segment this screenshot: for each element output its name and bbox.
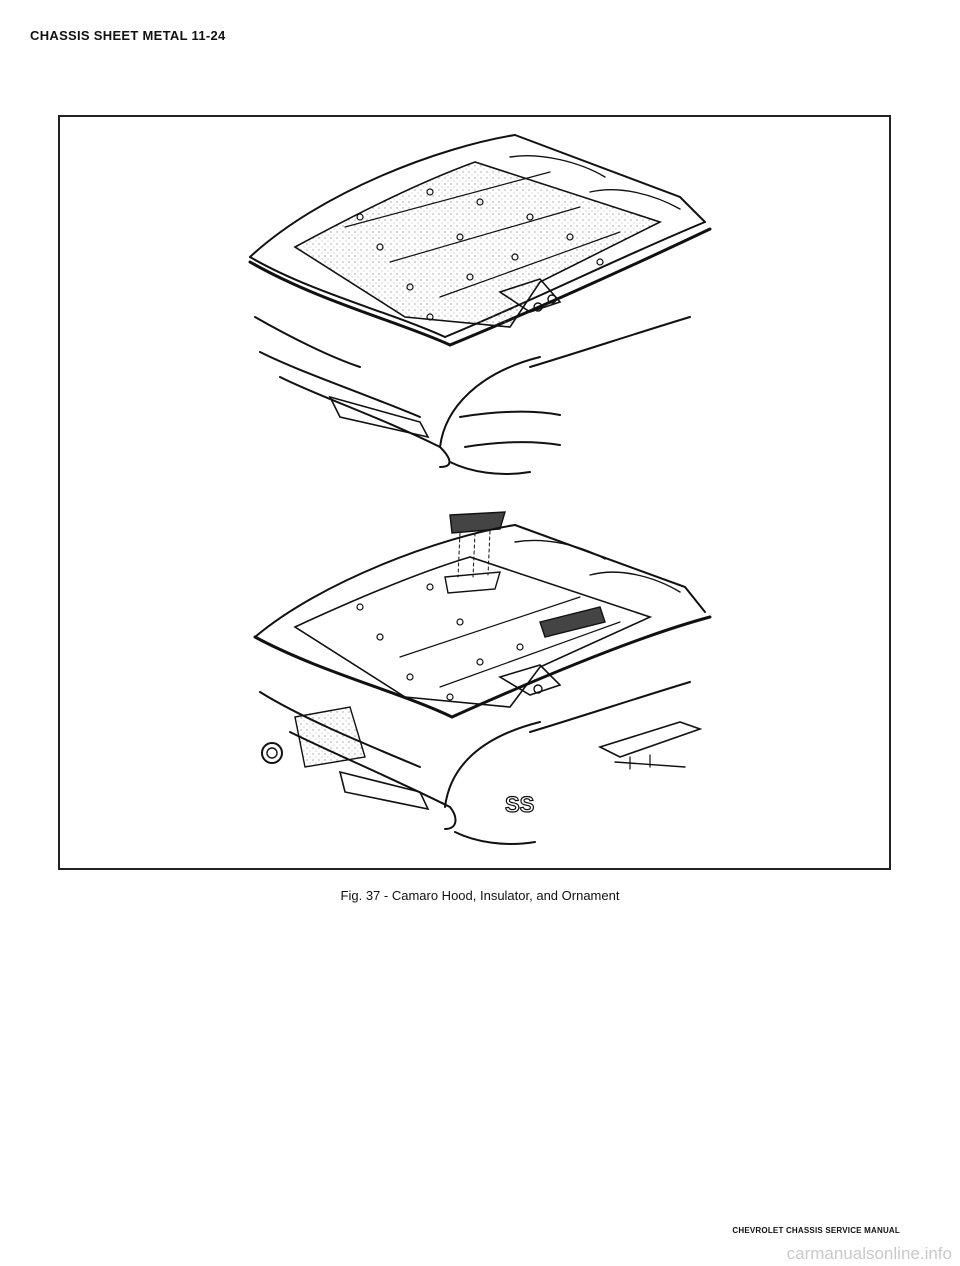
hood-insulator-drawing — [248, 134, 712, 475]
figure-caption: Fig. 37 - Camaro Hood, Insulator, and Or… — [340, 888, 620, 903]
page-header-title: CHASSIS SHEET METAL 11-24 — [30, 28, 226, 43]
figure-frame: SS — [58, 115, 891, 870]
svg-text:SS: SS — [505, 792, 534, 817]
hood-illustration: SS — [248, 134, 712, 845]
watermark: carmanualsonline.info — [786, 1244, 952, 1263]
footer-manual-name: CHEVROLET CHASSIS SERVICE MANUAL — [732, 1226, 900, 1235]
hood-ornament-drawing: SS — [253, 511, 712, 845]
